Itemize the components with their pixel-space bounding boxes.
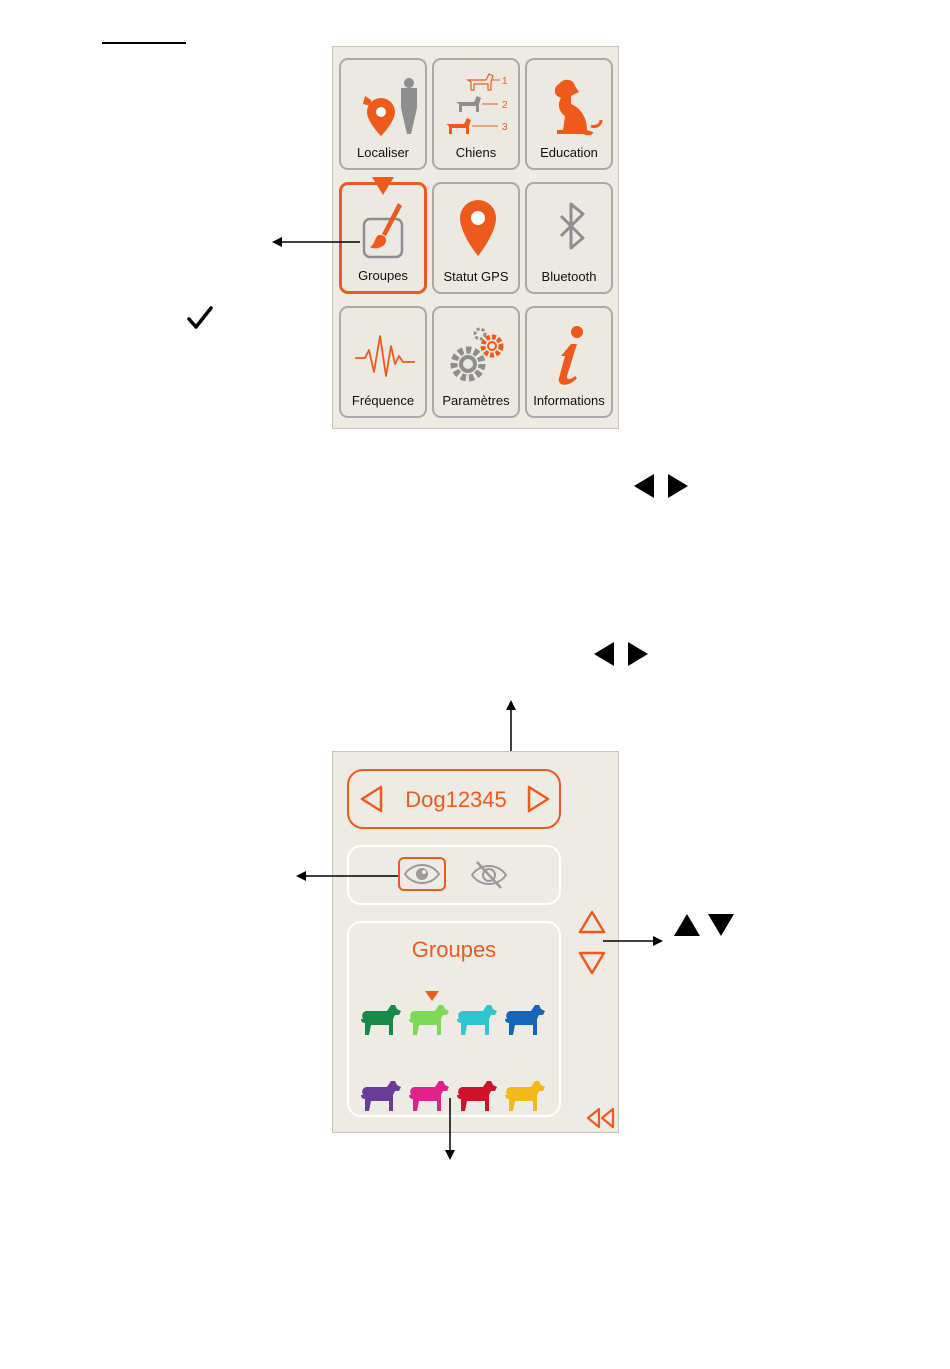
dogs-numbered-icon: 1 2 3 bbox=[440, 66, 512, 144]
tile-label: Statut GPS bbox=[434, 269, 518, 284]
tile-label: Bluetooth bbox=[527, 269, 611, 284]
tile-chiens[interactable]: 1 2 3 Chiens bbox=[432, 58, 520, 170]
tile-label: Localiser bbox=[341, 145, 425, 160]
left-right-keys-icon bbox=[592, 640, 652, 668]
group-dog-icon[interactable] bbox=[361, 1005, 401, 1035]
tile-label: Chiens bbox=[434, 145, 518, 160]
group-dog-icon[interactable] bbox=[361, 1081, 401, 1111]
location-pin-icon bbox=[444, 194, 512, 270]
scroll-down-icon[interactable] bbox=[577, 950, 607, 976]
tile-informations[interactable]: Informations bbox=[525, 306, 613, 418]
groups-screen: Dog12345 Groupes bbox=[332, 751, 619, 1133]
annotation-arrow-left bbox=[296, 869, 398, 883]
dog-name: Dog12345 bbox=[391, 787, 521, 813]
groups-panel: Groupes bbox=[347, 921, 561, 1117]
tile-education[interactable]: Education bbox=[525, 58, 613, 170]
tile-statut-gps[interactable]: Statut GPS bbox=[432, 182, 520, 294]
group-dog-icon[interactable] bbox=[457, 1005, 497, 1035]
localiser-icon bbox=[351, 70, 419, 146]
group-colors-grid bbox=[357, 991, 557, 1111]
eye-icon bbox=[402, 861, 442, 887]
left-right-keys-icon bbox=[632, 472, 692, 500]
sitting-dog-icon bbox=[537, 70, 605, 146]
next-dog-icon[interactable] bbox=[525, 784, 551, 814]
annotation-arrow-left bbox=[272, 235, 362, 249]
tile-label: Groupes bbox=[342, 268, 424, 283]
eye-slash-icon[interactable] bbox=[469, 860, 509, 890]
dog-number-2: 2 bbox=[502, 100, 508, 111]
dog-number-3: 3 bbox=[502, 122, 508, 133]
group-dog-icon[interactable] bbox=[457, 1081, 497, 1111]
tile-localiser[interactable]: Localiser bbox=[339, 58, 427, 170]
tile-label: Paramètres bbox=[434, 393, 518, 408]
annotation-arrow-down bbox=[443, 1098, 457, 1160]
info-icon bbox=[537, 318, 605, 394]
selection-marker-icon bbox=[372, 177, 394, 195]
bluetooth-icon bbox=[537, 194, 605, 270]
tile-label: Education bbox=[527, 145, 611, 160]
dog-selector: Dog12345 bbox=[347, 769, 561, 829]
heading-underline bbox=[102, 42, 186, 44]
frequency-wave-icon bbox=[351, 318, 419, 394]
group-dog-icon[interactable] bbox=[505, 1081, 545, 1111]
checkmark-icon bbox=[186, 305, 214, 331]
tile-label: Fréquence bbox=[341, 393, 425, 408]
tile-frequence[interactable]: Fréquence bbox=[339, 306, 427, 418]
paintbrush-icon bbox=[350, 193, 418, 269]
tile-parametres[interactable]: Paramètres bbox=[432, 306, 520, 418]
annotation-arrow-right bbox=[603, 934, 663, 948]
previous-dog-icon[interactable] bbox=[359, 784, 385, 814]
group-dog-icon[interactable] bbox=[505, 1005, 545, 1035]
up-down-keys-icon bbox=[672, 911, 736, 939]
tile-bluetooth[interactable]: Bluetooth bbox=[525, 182, 613, 294]
main-menu-screen: Localiser 1 2 3 Chiens Education bbox=[332, 46, 619, 429]
visible-button[interactable] bbox=[398, 857, 446, 891]
back-icon[interactable] bbox=[585, 1106, 617, 1130]
group-dog-icon[interactable] bbox=[409, 1005, 449, 1035]
scroll-up-icon[interactable] bbox=[577, 909, 607, 935]
dog-number-1: 1 bbox=[502, 76, 508, 87]
groups-title: Groupes bbox=[349, 937, 559, 963]
gears-icon bbox=[440, 318, 512, 394]
tile-label: Informations bbox=[527, 393, 611, 408]
